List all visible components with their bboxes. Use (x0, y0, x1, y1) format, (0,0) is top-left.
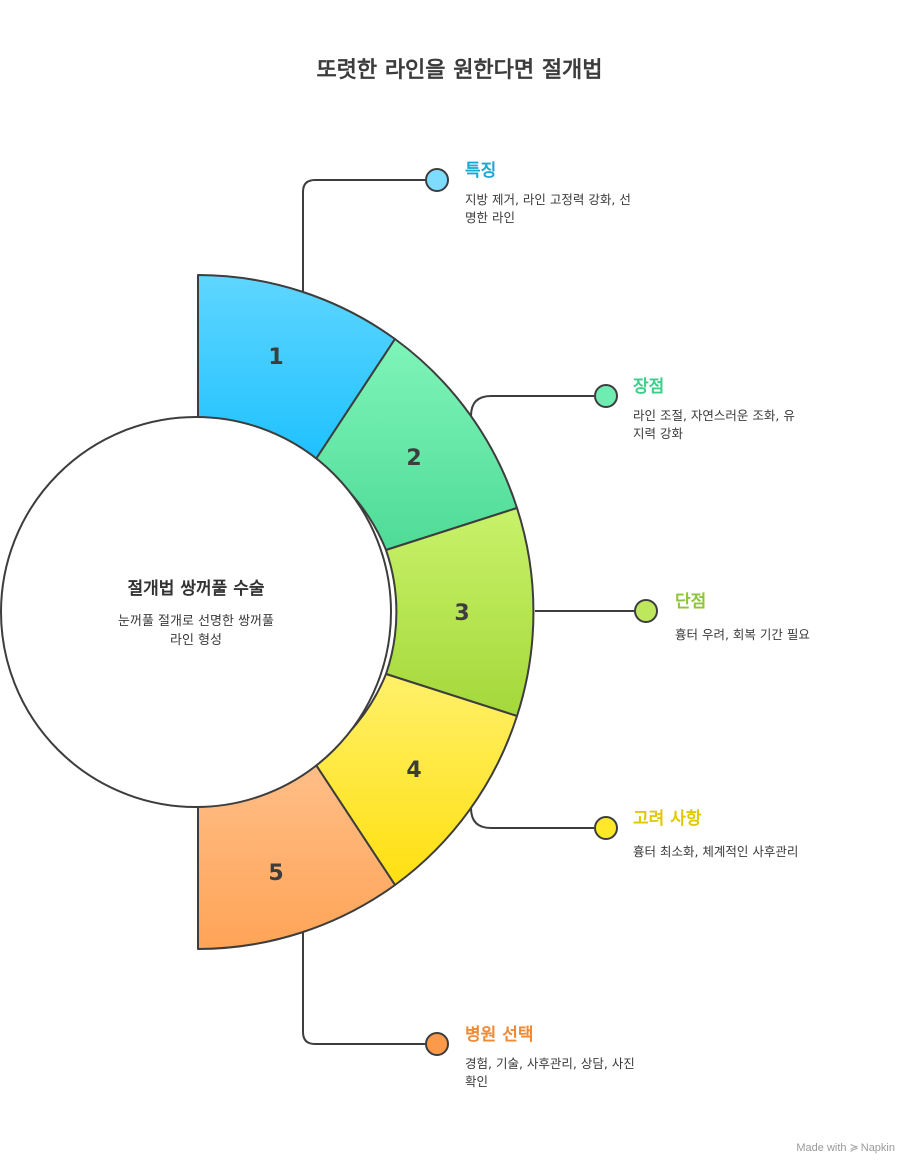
footer-attribution: Made with≽Napkin (796, 1141, 895, 1154)
connector-1 (302, 179, 425, 292)
item-desc-1-line-2: 명한 라인 (465, 210, 515, 225)
segment-number-4: 4 (406, 758, 421, 783)
item-title-5: 병원 선택 (465, 1025, 534, 1045)
item-dot-3 (634, 599, 658, 623)
item-dot-1 (425, 168, 449, 192)
page-title: 또렷한 라인을 원한다면 절개법 (316, 58, 603, 83)
segment-number-3: 3 (454, 601, 469, 626)
segment-number-1: 1 (268, 345, 283, 370)
footer-brand: Napkin (860, 1142, 895, 1154)
napkin-logo-icon: ≽ (849, 1142, 859, 1154)
item-desc-5-line-2: 확인 (465, 1074, 489, 1089)
item-dot-2 (594, 384, 618, 408)
center-circle (0, 416, 392, 808)
footer-made-with: Made with (796, 1142, 847, 1154)
item-desc-5-line-1: 경험, 기술, 사후관리, 상담, 사진 (465, 1056, 635, 1071)
item-desc-2-line-2: 지력 강화 (633, 426, 683, 441)
item-title-3: 단점 (675, 592, 707, 612)
item-title-1: 특징 (465, 161, 497, 181)
item-desc-3-line-1: 흉터 우려, 회복 기간 필요 (675, 627, 810, 642)
connector-4 (470, 807, 594, 829)
center-title: 절개법 쌍꺼풀 수술 (128, 578, 265, 599)
item-desc-2: 라인 조절, 자연스러운 조화, 유 지력 강화 (633, 407, 863, 443)
item-title-4: 고려 사항 (633, 809, 702, 829)
center-desc-line-2: 라인 형성 (170, 633, 222, 648)
item-desc-5: 경험, 기술, 사후관리, 상담, 사진 확인 (465, 1055, 695, 1091)
item-title-2: 장점 (633, 377, 665, 397)
item-desc-2-line-1: 라인 조절, 자연스러운 조화, 유 (633, 408, 795, 423)
connector-2 (470, 395, 594, 417)
item-desc-1: 지방 제거, 라인 고정력 강화, 선 명한 라인 (465, 191, 685, 227)
item-desc-3: 흉터 우려, 회복 기간 필요 (675, 626, 905, 644)
center-desc-line-1: 눈꺼풀 절개로 선명한 쌍꺼풀 (118, 614, 274, 629)
segment-number-5: 5 (268, 861, 283, 886)
item-desc-4: 흉터 최소화, 체계적인 사후관리 (633, 843, 893, 861)
segment-number-2: 2 (406, 446, 421, 471)
item-dot-4 (594, 816, 618, 840)
connector-5 (302, 932, 425, 1045)
item-dot-5 (425, 1032, 449, 1056)
item-desc-1-line-1: 지방 제거, 라인 고정력 강화, 선 (465, 192, 631, 207)
item-desc-4-line-1: 흉터 최소화, 체계적인 사후관리 (633, 844, 799, 859)
